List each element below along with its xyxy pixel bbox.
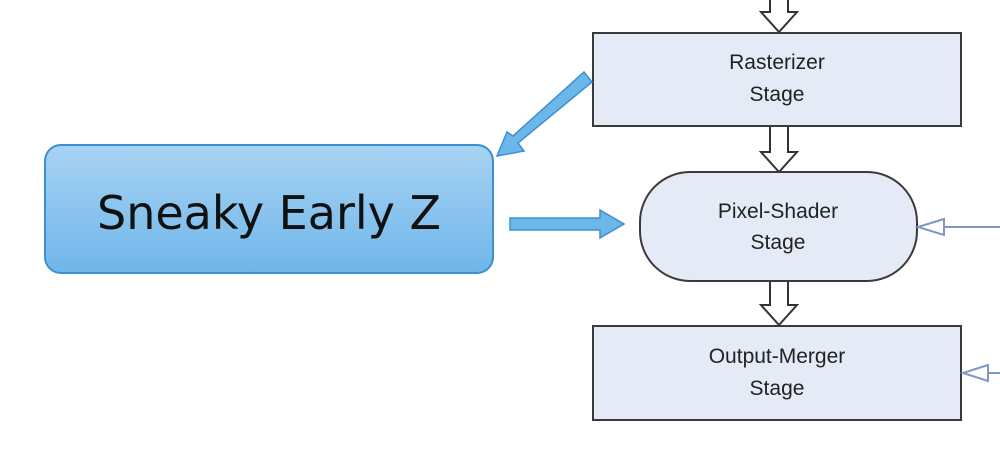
side-arrow-into-output-merger (959, 363, 1000, 383)
pixel-shader-stage: Pixel-Shader Stage (639, 171, 918, 282)
blue-arrow-rasterizer-to-callout (495, 70, 594, 157)
output-merger-stage-line2: Stage (750, 377, 805, 400)
output-merger-stage: Output-Merger Stage (592, 325, 962, 421)
output-merger-stage-line1: Output-Merger (709, 345, 846, 368)
rasterizer-stage: Rasterizer Stage (592, 32, 962, 127)
hollow-down-arrow-pixel-shader-to-output-merger (758, 282, 800, 327)
side-arrow-into-pixel-shader (914, 217, 1000, 237)
rasterizer-stage-line2: Stage (750, 83, 805, 106)
blue-arrow-callout-to-pixel-shader (509, 208, 626, 240)
sneaky-early-z-callout: Sneaky Early Z (44, 144, 494, 274)
hollow-down-arrow-rasterizer-to-pixel-shader (758, 127, 800, 174)
hollow-down-arrow-top (758, 0, 800, 34)
rasterizer-stage-line1: Rasterizer (729, 51, 825, 74)
callout-label: Sneaky Early Z (97, 186, 441, 240)
pixel-shader-stage-line2: Stage (751, 231, 806, 254)
pixel-shader-stage-line1: Pixel-Shader (718, 200, 838, 223)
